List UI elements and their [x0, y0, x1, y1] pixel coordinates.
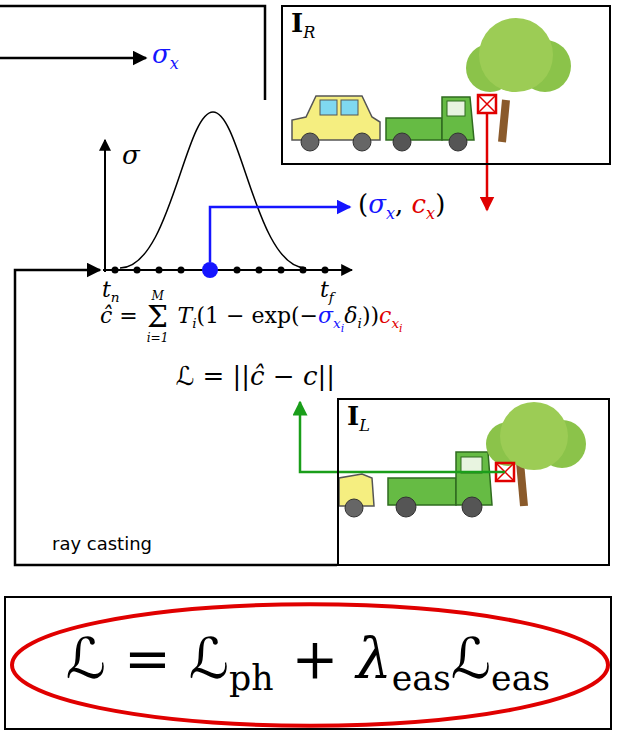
highlight-ellipse — [12, 604, 608, 725]
render-equation: ĉ = Σi=1M Ti(1 − exp(−σxiδi))cxi — [100, 290, 403, 344]
selected-sample — [202, 262, 218, 278]
query-arrow — [210, 207, 350, 262]
pixel-arrow — [486, 113, 489, 210]
photometric-loss: ℒ = ||ĉ − c|| — [175, 362, 335, 392]
image-label: IL — [347, 402, 370, 435]
right-image-box: IR — [281, 5, 611, 165]
loss-box: ℒ = ℒph + λeasℒeas — [4, 596, 612, 730]
far-bound: tf — [320, 277, 334, 305]
frame-line — [0, 6, 265, 100]
ray-casting-loop — [15, 270, 337, 565]
right-image-scene — [292, 18, 571, 151]
image-label: IR — [291, 9, 315, 42]
sigma-arrow — [0, 57, 146, 60]
caption-text: ray casting — [52, 534, 152, 555]
sample-points — [112, 267, 329, 274]
query-output: (σx, cx) — [358, 190, 445, 223]
density-curve — [120, 112, 306, 268]
left-image-box: IL — [337, 398, 610, 566]
formula: ℒ = ℒph + λeasℒeas — [66, 628, 550, 697]
axis-label: σ — [122, 141, 140, 171]
left-image-scene — [339, 402, 586, 517]
ray-arrow — [300, 402, 505, 472]
near-bound: tn — [102, 277, 120, 305]
sigma-axis — [104, 140, 106, 272]
density-symbol: σx — [152, 40, 179, 73]
